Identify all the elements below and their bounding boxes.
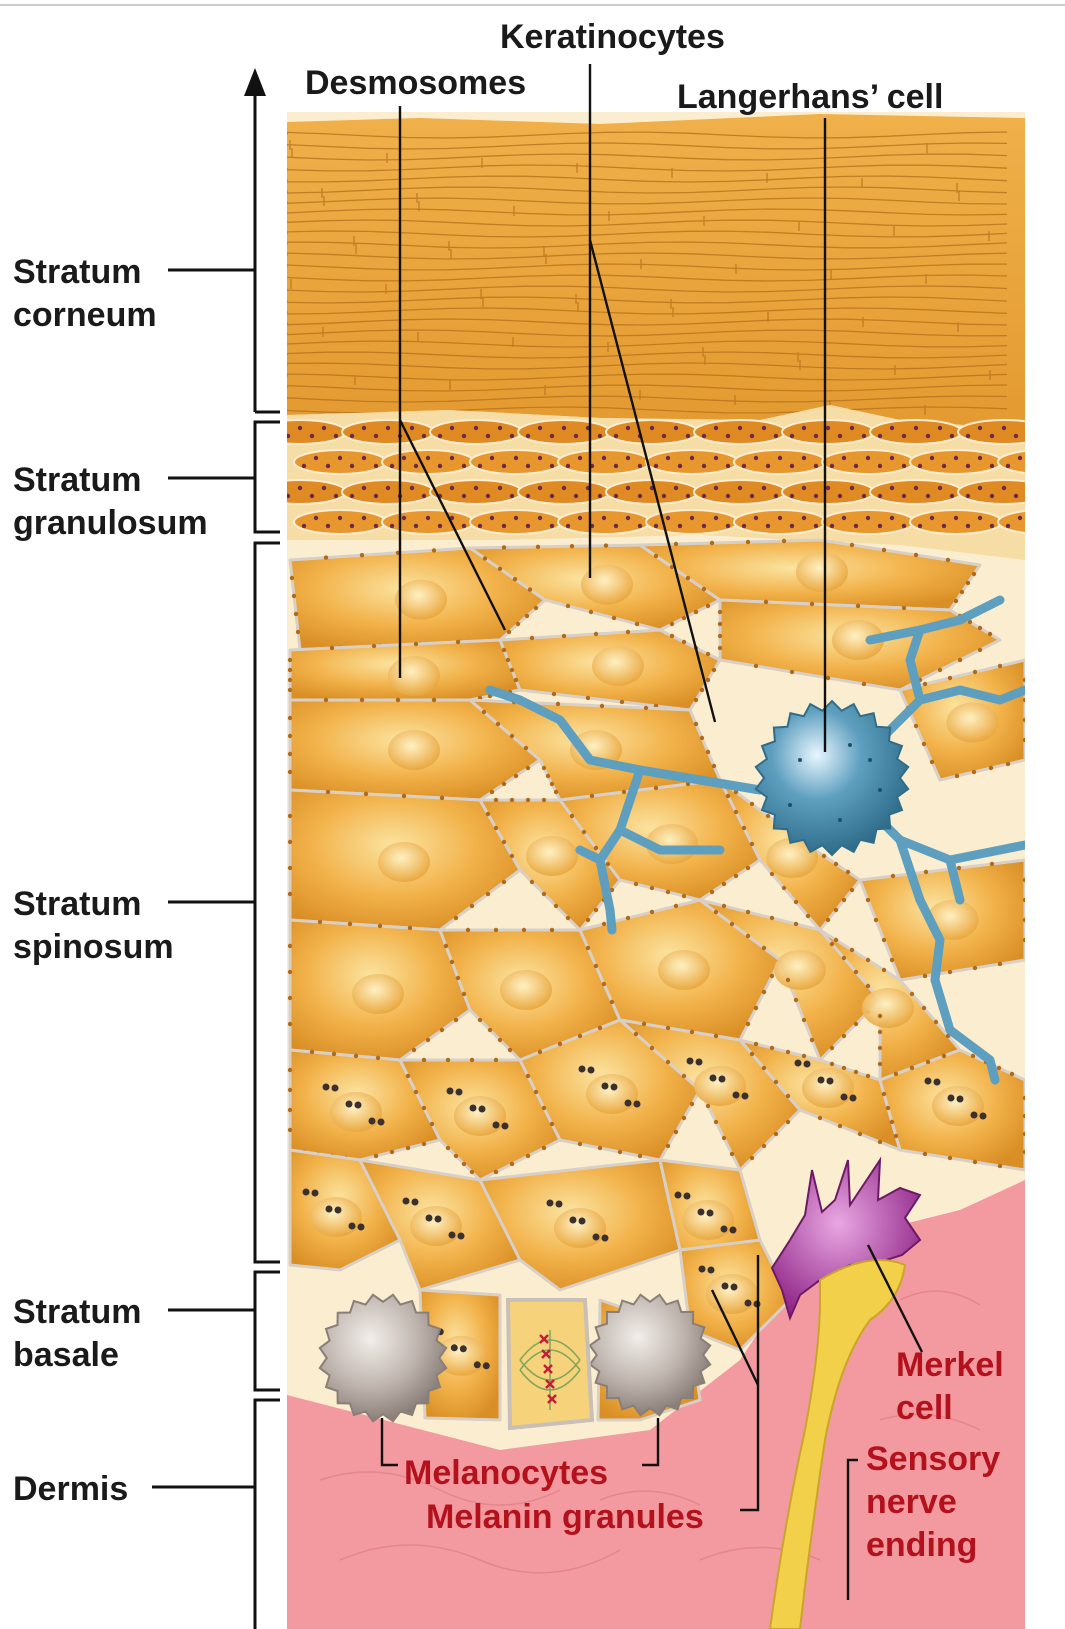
layer-label-corneum-2: corneum <box>13 296 157 334</box>
up-arrow-icon <box>244 68 266 96</box>
label-sensory-3: ending <box>866 1526 977 1564</box>
label-keratinocytes: Keratinocytes <box>500 18 725 56</box>
layer-label-spinosum-1: Stratum <box>13 885 141 923</box>
stratum-corneum-region <box>287 114 1025 430</box>
layer-ticks <box>152 270 255 1487</box>
label-melanin-granules: Melanin granules <box>426 1498 704 1536</box>
layer-label-granulosum-2: granulosum <box>13 504 208 542</box>
mitotic-cell <box>508 1300 592 1428</box>
layer-label-corneum-1: Stratum <box>13 253 141 291</box>
layer-label-granulosum-1: Stratum <box>13 461 141 499</box>
layer-brackets <box>255 92 280 1629</box>
melanocyte-left <box>320 1295 446 1421</box>
label-sensory-2: nerve <box>866 1483 957 1521</box>
layer-label-dermis: Dermis <box>13 1470 128 1508</box>
label-langerhans: Langerhans’ cell <box>677 78 943 116</box>
layer-label-basale-2: basale <box>13 1336 119 1374</box>
label-sensory-1: Sensory <box>866 1440 1000 1478</box>
melanocyte-right <box>590 1295 710 1415</box>
label-melanocytes: Melanocytes <box>404 1454 608 1492</box>
label-desmosomes: Desmosomes <box>305 64 526 102</box>
label-merkel-1: Merkel <box>896 1346 1004 1384</box>
label-merkel-2: cell <box>896 1389 953 1427</box>
layer-label-spinosum-2: spinosum <box>13 928 174 966</box>
layer-label-basale-1: Stratum <box>13 1293 141 1331</box>
